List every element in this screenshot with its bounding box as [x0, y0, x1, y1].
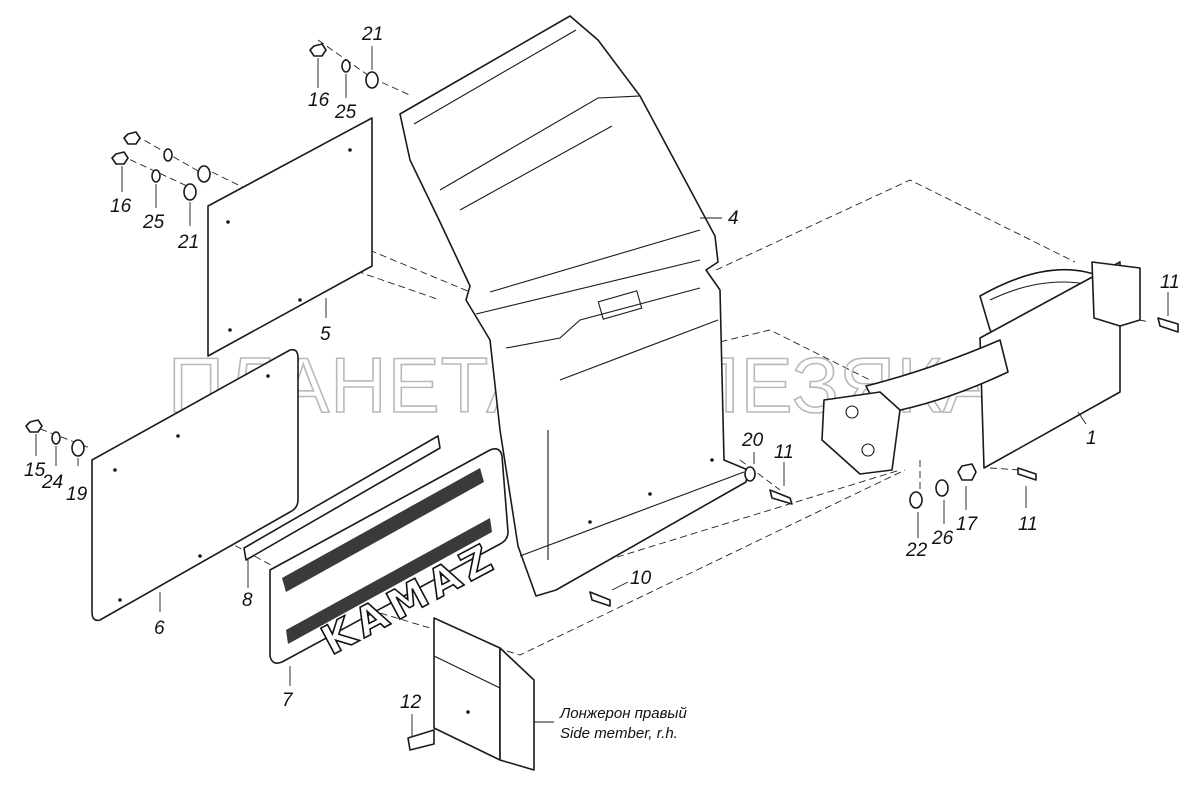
callout-labels: 16 25 21 16 25 21 5 15 24 19 6 8 7 4 10 …	[24, 24, 1180, 713]
callout-16-mid: 16	[110, 196, 132, 217]
callout-21-top: 21	[361, 24, 383, 45]
fasteners	[25, 43, 1179, 751]
callout-8: 8	[242, 590, 253, 611]
part-1-bracket	[821, 261, 1141, 475]
part-5-plate	[207, 117, 373, 357]
callout-11-mid: 11	[774, 442, 794, 463]
callout-26: 26	[931, 528, 954, 549]
callout-7: 7	[282, 690, 294, 711]
part-4-fender	[399, 15, 749, 597]
leader-lines	[35, 46, 1169, 736]
callout-11-bottom: 11	[1018, 514, 1038, 535]
callout-24: 24	[41, 472, 63, 493]
side-member-label-en: Side member, r.h.	[560, 725, 678, 742]
part-6-plate	[91, 348, 299, 622]
side-member	[433, 617, 535, 771]
callout-15: 15	[24, 460, 46, 481]
part-7-mudflap: KAMAZ	[269, 448, 509, 665]
callout-16-top: 16	[308, 90, 330, 111]
callout-20: 20	[741, 430, 764, 451]
callout-4: 4	[728, 208, 739, 229]
callout-11-top: 11	[1160, 272, 1180, 293]
callout-17: 17	[956, 514, 979, 535]
callout-25-mid: 25	[142, 212, 165, 233]
side-member-label-ru: Лонжерон правый	[559, 705, 687, 722]
callout-1: 1	[1086, 428, 1097, 449]
part-8-strip	[243, 435, 441, 561]
callout-10: 10	[630, 568, 652, 589]
callout-12: 12	[400, 692, 422, 713]
callout-21-mid: 21	[177, 232, 199, 253]
callout-19: 19	[66, 484, 88, 505]
callout-22: 22	[905, 540, 928, 561]
callout-6: 6	[154, 618, 165, 639]
callout-5: 5	[320, 324, 331, 345]
callout-25-top: 25	[334, 102, 357, 123]
